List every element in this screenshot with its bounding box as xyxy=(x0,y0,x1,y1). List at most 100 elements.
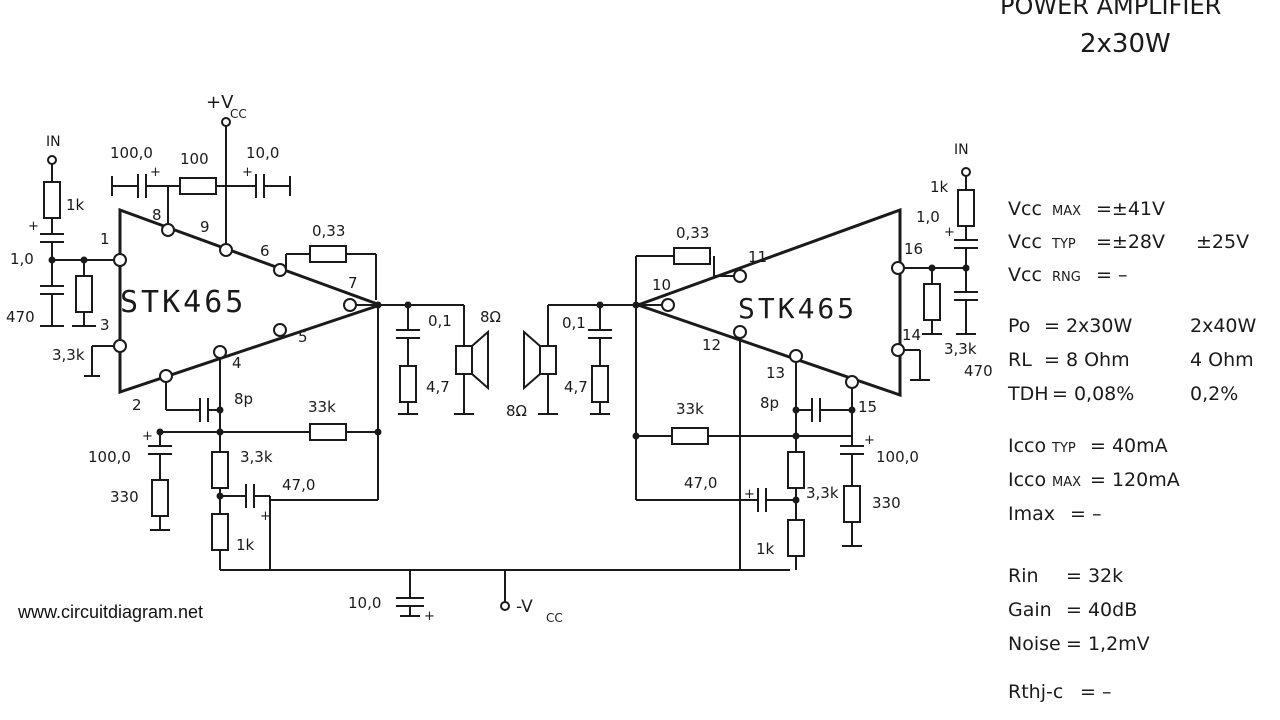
spec-rin-value: = 32k xyxy=(1066,565,1123,587)
left-c8p-label: 8p xyxy=(234,390,253,408)
right-bottom-network: 8p 33k + 100,0 330 3,3k + 47,0 1k xyxy=(632,338,919,570)
vcc-neg-sub: CC xyxy=(546,611,563,625)
pin-16: 16 xyxy=(904,240,923,258)
left-r33k-gnd-label: 3,3k xyxy=(52,346,85,364)
spec-vcc-rng-label: Vcc xyxy=(1008,264,1042,286)
right-rfb-label: 33k xyxy=(676,400,704,418)
plus-mark: + xyxy=(424,609,435,624)
spec-po-label: Po xyxy=(1008,315,1030,337)
plus-mark: + xyxy=(242,165,253,180)
spec-po-alt: 2x40W xyxy=(1190,315,1257,337)
spec-tdh-label: TDH xyxy=(1007,383,1049,405)
vcc-positive: +V CC xyxy=(206,92,247,248)
pin-7: 7 xyxy=(348,274,358,292)
pin-3: 3 xyxy=(100,316,110,334)
spec-icco-typ-label: Icco xyxy=(1008,435,1046,457)
spec-vcc-rng-sub: RNG xyxy=(1052,270,1081,285)
title-line2: 2x30W xyxy=(1080,29,1171,59)
spec-vcc-rng-value: = – xyxy=(1096,264,1127,286)
plus-mark: + xyxy=(864,433,875,448)
spec-icco-typ-sub: TYP xyxy=(1051,441,1076,456)
pin-14: 14 xyxy=(902,326,921,344)
spec-rin-label: Rin xyxy=(1008,565,1039,587)
right-r33k-gnd-label: 3,3k xyxy=(944,340,977,358)
left-top-network: 100,0 + 100 10,0 + xyxy=(110,144,291,226)
right-output-network: 0,33 0,1 4,7 8Ω xyxy=(506,224,758,501)
pin-8: 8 xyxy=(152,206,162,224)
spec-noise-value: = 1,2mV xyxy=(1066,633,1150,655)
left-cin-label: 1,0 xyxy=(10,250,34,268)
vcc-pos-sub: CC xyxy=(230,107,247,121)
left-chip-label: STK465 xyxy=(120,285,246,320)
spec-vcc-typ-sub: TYP xyxy=(1051,237,1076,252)
right-r33k-mid-label: 3,3k xyxy=(806,484,839,502)
spec-vcc-typ-label: Vcc xyxy=(1008,231,1042,253)
right-in-label: IN xyxy=(954,142,969,158)
spec-rl-value: = 8 Ohm xyxy=(1044,349,1130,371)
watermark-bg xyxy=(12,592,282,628)
vcc-negative: + 10,0 -V CC xyxy=(348,570,563,625)
left-output-network: 0,33 0,1 4,7 8Ω xyxy=(270,222,501,501)
right-c8p-label: 8p xyxy=(760,394,779,412)
left-r330-label: 330 xyxy=(110,488,139,506)
c-top-left-label: 100,0 xyxy=(110,144,153,162)
left-c01-label: 0,1 xyxy=(428,312,452,330)
left-r1k-bottom-label: 1k xyxy=(236,536,255,554)
spec-rthj-value: = – xyxy=(1080,681,1111,703)
pin-11: 11 xyxy=(748,248,767,266)
right-c100-label: 100,0 xyxy=(876,448,919,466)
right-r330-label: 330 xyxy=(872,494,901,512)
right-c47-label: 47,0 xyxy=(684,474,717,492)
left-input-network: IN 1k + 1,0 470 3,3k xyxy=(6,134,121,377)
spec-tdh-value: = 0,08% xyxy=(1052,383,1134,405)
right-speaker-label: 8Ω xyxy=(506,402,527,420)
vcc-pos-label: +V xyxy=(206,92,234,113)
spec-rl-alt: 4 Ohm xyxy=(1190,349,1254,371)
right-cin-label: 1,0 xyxy=(916,208,940,226)
spec-imax-value: = – xyxy=(1070,503,1101,525)
left-speaker-label: 8Ω xyxy=(480,308,501,326)
left-r47-label: 4,7 xyxy=(426,378,450,396)
right-r47-label: 4,7 xyxy=(564,378,588,396)
spec-gain-label: Gain xyxy=(1008,599,1052,621)
spec-imax-label: Imax xyxy=(1008,503,1055,525)
left-c100-label: 100,0 xyxy=(88,448,131,466)
spec-noise-label: Noise xyxy=(1008,633,1061,655)
spec-vcc-max-value: =±41V xyxy=(1096,198,1165,220)
spec-icco-max-label: Icco xyxy=(1008,469,1046,491)
c-top-right-label: 10,0 xyxy=(246,144,279,162)
pin-12: 12 xyxy=(702,336,721,354)
spec-po-value: = 2x30W xyxy=(1044,315,1132,337)
right-r470-label: 470 xyxy=(964,362,993,380)
r-top-label: 100 xyxy=(180,150,209,168)
right-chip: STK465 10 11 12 13 14 15 16 xyxy=(633,207,923,416)
spec-tdh-alt: 0,2% xyxy=(1190,383,1238,405)
left-in-label: IN xyxy=(46,134,61,150)
right-input-network: IN 1k 1,0 + 3,3k 470 xyxy=(904,142,993,381)
vcc-neg-label: -V xyxy=(516,597,533,617)
right-c01-label: 0,1 xyxy=(562,314,586,332)
plus-mark: + xyxy=(260,509,271,524)
spec-list: Vcc MAX =±41V Vcc TYP =±28V ±25V Vcc RNG… xyxy=(1007,198,1257,703)
watermark-link[interactable]: www.circuitdiagram.net xyxy=(17,602,203,622)
pin-1: 1 xyxy=(100,230,110,248)
pin-2: 2 xyxy=(132,396,142,414)
pin-15: 15 xyxy=(858,398,877,416)
spec-vcc-max-label: Vcc xyxy=(1008,198,1042,220)
spec-gain-value: = 40dB xyxy=(1066,599,1137,621)
spec-rthj-label: Rthj-c xyxy=(1008,681,1063,703)
plus-mark: + xyxy=(944,225,955,240)
left-rin-label: 1k xyxy=(66,196,85,214)
title-line1: POWER AMPLIFIER xyxy=(1000,0,1221,20)
right-chip-label: STK465 xyxy=(738,292,857,325)
spec-icco-max-sub: MAX xyxy=(1052,475,1081,490)
spec-rl-label: RL xyxy=(1008,349,1032,371)
plus-mark: + xyxy=(28,219,39,234)
spec-icco-typ-value: = 40mA xyxy=(1090,435,1168,457)
left-r33k-mid-label: 3,3k xyxy=(240,448,273,466)
pin-10: 10 xyxy=(652,276,671,294)
left-rfb-label: 33k xyxy=(308,398,336,416)
right-r1k-bottom-label: 1k xyxy=(756,540,775,558)
pin-9: 9 xyxy=(200,218,210,236)
